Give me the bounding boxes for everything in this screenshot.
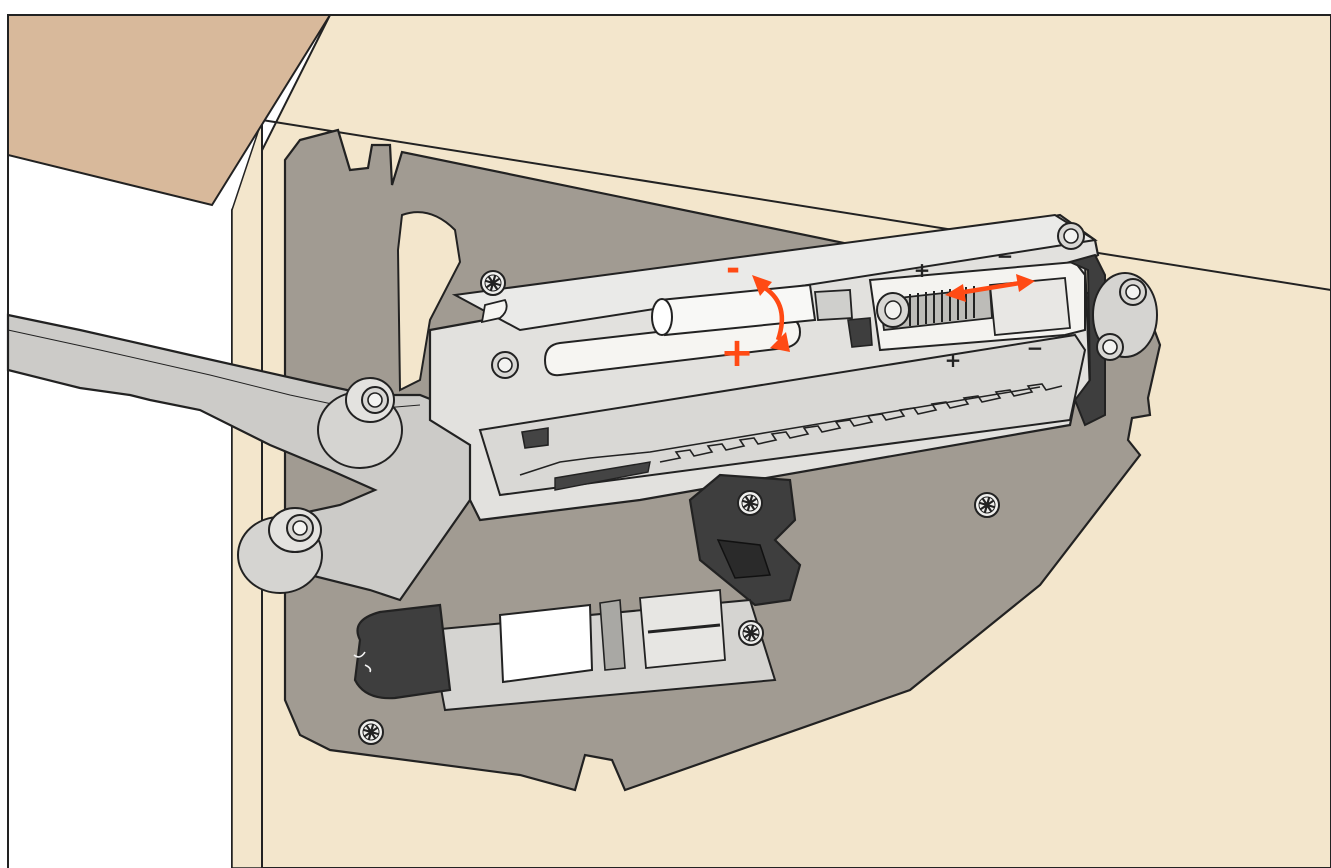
threaded-spindle bbox=[876, 277, 1071, 336]
label-housing-plus-bottom: + bbox=[945, 348, 962, 372]
damper-cylinder bbox=[353, 589, 777, 712]
slot-left bbox=[480, 298, 508, 324]
pivot-bolt-upper bbox=[317, 377, 403, 469]
rivet-bottom-right bbox=[1096, 333, 1124, 361]
adjustment-slide-arrow-icon bbox=[945, 274, 1035, 302]
label-housing-minus-top: − bbox=[997, 244, 1014, 268]
plate-screw-top bbox=[479, 269, 507, 297]
plate-screw-right bbox=[973, 491, 1001, 519]
label-rotate-minus: - bbox=[726, 249, 740, 289]
small-clip bbox=[847, 317, 873, 348]
pivot-bolt-lower bbox=[237, 507, 323, 594]
damper-screw bbox=[737, 619, 765, 647]
plate-screw-bottom-left bbox=[357, 718, 385, 746]
rivet-left bbox=[491, 351, 519, 379]
locking-clip bbox=[688, 473, 802, 607]
slot-lower-left bbox=[521, 427, 549, 449]
label-rotate-plus: + bbox=[720, 330, 754, 376]
clip-screw bbox=[736, 489, 764, 517]
label-housing-plus-top: + bbox=[914, 258, 931, 282]
rivet-top-right bbox=[1057, 222, 1085, 250]
label-housing-minus-bottom: − bbox=[1027, 336, 1044, 360]
adjustment-rotate-arrow-icon bbox=[752, 275, 790, 352]
